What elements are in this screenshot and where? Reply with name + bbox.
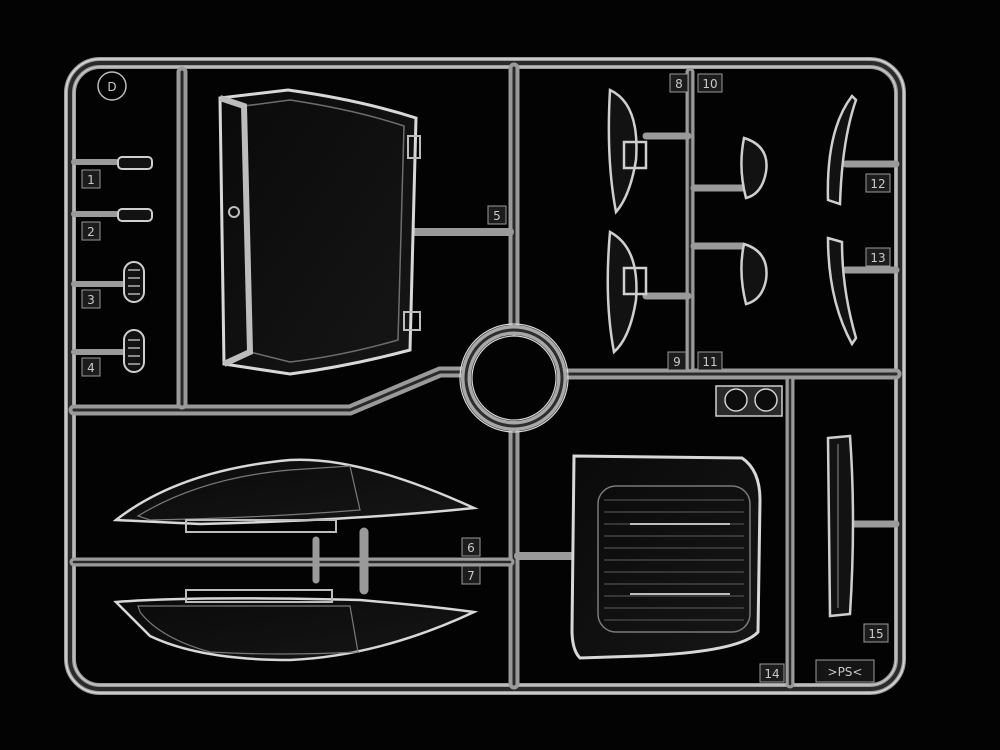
lens-15-part xyxy=(826,434,855,618)
headlight-lens-11-part xyxy=(740,242,768,306)
gauge-decal-part xyxy=(715,385,783,417)
headlight-lens-9-part xyxy=(606,230,648,355)
sprue-letter: D xyxy=(107,80,116,94)
manufacturer-logo: >PS< xyxy=(815,659,875,683)
part-number-tags: 1 2 3 4 5 6 7 8 9 10 11 12 13 14 15 xyxy=(81,73,891,683)
part-number-15: 15 xyxy=(868,627,883,641)
rear-window-part xyxy=(570,454,762,660)
side-window-lower-part xyxy=(113,589,479,662)
small-lens-1-part xyxy=(117,156,153,170)
part-number-11: 11 xyxy=(702,355,717,369)
part-number-13: 13 xyxy=(870,251,885,265)
part-number-2: 2 xyxy=(87,225,95,239)
part-number-7: 7 xyxy=(467,569,475,583)
part-number-5: 5 xyxy=(493,209,501,223)
part-number-6: 6 xyxy=(467,541,475,555)
lens-12-part xyxy=(826,94,858,206)
part-number-4: 4 xyxy=(87,361,95,375)
part-number-3: 3 xyxy=(87,293,95,307)
internal-runners xyxy=(68,62,902,690)
grille-lens-4-part xyxy=(123,329,145,373)
sprue-center-ring xyxy=(459,323,569,433)
part-number-10: 10 xyxy=(702,77,717,91)
part-number-1: 1 xyxy=(87,173,95,187)
lens-13-part xyxy=(826,236,858,347)
part-number-12: 12 xyxy=(870,177,885,191)
logo-text: >PS< xyxy=(828,665,863,679)
windshield-part xyxy=(218,88,421,376)
grille-lens-3-part xyxy=(123,261,145,303)
small-lens-2-part xyxy=(117,208,153,222)
side-window-upper-part xyxy=(112,458,479,533)
part-number-9: 9 xyxy=(673,355,681,369)
part-number-8: 8 xyxy=(675,77,683,91)
sprue-letter-tag: D xyxy=(97,71,127,101)
headlight-lens-10-part xyxy=(740,136,768,200)
part-number-14: 14 xyxy=(764,667,779,681)
headlight-lens-8-part xyxy=(607,88,648,215)
